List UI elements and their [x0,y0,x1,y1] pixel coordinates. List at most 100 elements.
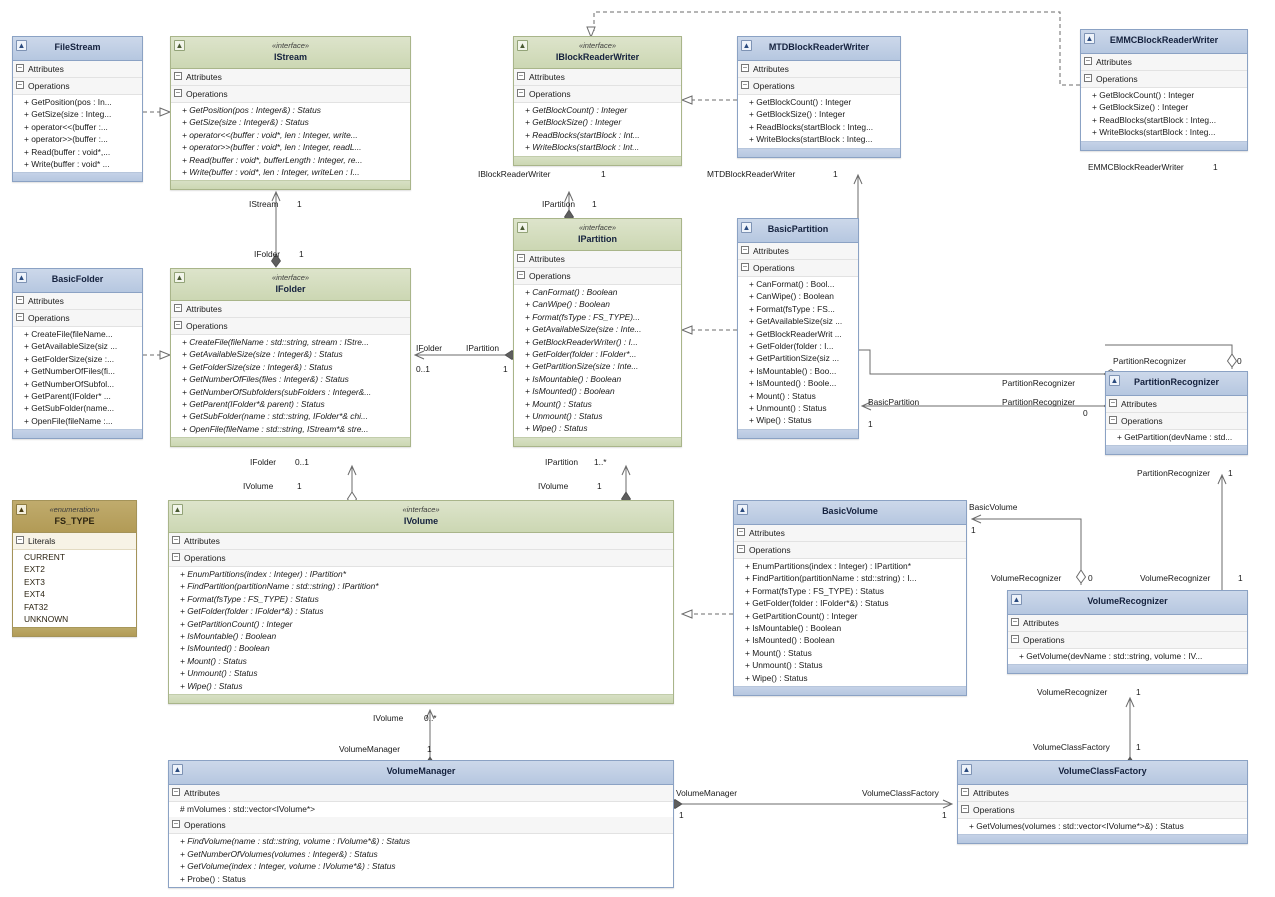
class-box-basicvolume[interactable]: ▲ BasicVolume – Attributes – Operations … [733,500,967,697]
section-attributes[interactable]: – Attributes [13,61,142,78]
collapse-icon[interactable]: ▲ [737,504,748,515]
class-box-basicpartition[interactable]: ▲ BasicPartition – Attributes – Operatio… [737,218,859,439]
section-operations[interactable]: – Operations [738,78,900,95]
expander-icon[interactable]: – [16,313,24,321]
class-box-ivolume[interactable]: ▲ «interface» IVolume – Attributes – Ope… [168,500,674,705]
section-operations[interactable]: – Operations [1081,71,1247,88]
class-box-mtdblockreaderwriter[interactable]: ▲ MTDBlockReaderWriter – Attributes – Op… [737,36,901,158]
expander-icon[interactable]: – [1109,416,1117,424]
collapse-icon[interactable]: ▲ [741,222,752,233]
expander-icon[interactable]: – [961,788,969,796]
expander-icon[interactable]: – [16,81,24,89]
class-box-ipartition[interactable]: ▲ «interface» IPartition – Attributes – … [513,218,682,447]
collapse-icon[interactable]: ▲ [517,222,528,233]
collapse-icon[interactable]: ▲ [16,504,27,515]
collapse-icon[interactable]: ▲ [1011,594,1022,605]
expander-icon[interactable]: – [1011,635,1019,643]
section-operations[interactable]: – Operations [514,86,681,103]
class-box-ifolder[interactable]: ▲ «interface» IFolder – Attributes – Ope… [170,268,411,448]
expander-icon[interactable]: – [16,296,24,304]
member-item: + ReadBlocks(startBlock : Int... [525,129,640,140]
section-attributes[interactable]: – Attributes [171,69,410,86]
class-footer [734,686,966,696]
section-attributes[interactable]: – Attributes [169,785,673,802]
collapse-icon[interactable]: ▲ [1109,375,1120,386]
class-box-filestream[interactable]: ▲ FileStream – Attributes – Operations +… [12,36,143,183]
collapse-icon[interactable]: ▲ [16,40,27,51]
section-operations[interactable]: – Operations [13,78,142,95]
class-box-emmcblockreaderwriter[interactable]: ▲ EMMCBlockReaderWriter – Attributes – O… [1080,29,1248,151]
class-box-basicfolder[interactable]: ▲ BasicFolder – Attributes – Operations … [12,268,143,440]
expander-icon[interactable]: – [172,536,180,544]
section-attributes[interactable]: – Attributes [738,61,900,78]
collapse-icon[interactable]: ▲ [172,504,183,515]
section-operations[interactable]: – Operations [171,86,410,103]
section-operations[interactable]: – Operations [171,318,410,335]
expander-icon[interactable]: – [172,788,180,796]
expander-icon[interactable]: – [1084,74,1092,82]
collapse-icon[interactable]: ▲ [172,764,183,775]
section-attributes[interactable]: – Attributes [734,525,966,542]
expander-icon[interactable]: – [1084,57,1092,65]
section-operations[interactable]: – Operations [734,542,966,559]
collapse-icon[interactable]: ▲ [174,272,185,283]
collapse-icon[interactable]: ▲ [961,764,972,775]
connector-label: 1 [427,744,432,754]
expander-icon[interactable]: – [517,271,525,279]
collapse-icon[interactable]: ▲ [741,40,752,51]
section-attributes[interactable]: – Attributes [1081,54,1247,71]
expander-icon[interactable]: – [1109,399,1117,407]
section-operations[interactable]: – Operations [1008,632,1247,649]
expander-icon[interactable]: – [517,254,525,262]
expander-icon[interactable]: – [741,64,749,72]
expander-icon[interactable]: – [174,89,182,97]
expander-icon[interactable]: – [174,321,182,329]
expander-icon[interactable]: – [1011,618,1019,626]
collapse-icon[interactable]: ▲ [174,40,185,51]
section-attributes[interactable]: – Attributes [171,301,410,318]
collapse-icon[interactable]: ▲ [1084,33,1095,44]
section-operations[interactable]: – Operations [1106,413,1247,430]
class-box-partitionrecognizer[interactable]: ▲ PartitionRecognizer – Attributes – Ope… [1105,371,1248,456]
expander-icon[interactable]: – [174,304,182,312]
section-attributes[interactable]: – Attributes [514,69,681,86]
expander-icon[interactable]: – [16,536,24,544]
section-attributes[interactable]: – Attributes [958,785,1247,802]
expander-icon[interactable]: – [737,545,745,553]
class-box-volumemanager[interactable]: ▲ VolumeManager – Attributes # mVolumes … [168,760,674,889]
class-box-istream[interactable]: ▲ «interface» IStream – Attributes – Ope… [170,36,411,191]
class-box-fs-type[interactable]: ▲ «enumeration» FS_TYPE – Literals CURRE… [12,500,137,638]
section-operations[interactable]: – Operations [514,268,681,285]
section-attributes[interactable]: – Attributes [13,293,142,310]
section-operations[interactable]: – Operations [169,550,673,567]
class-box-iblockreaderwriter[interactable]: ▲ «interface» IBlockReaderWriter – Attri… [513,36,682,166]
section-attributes[interactable]: – Attributes [1008,615,1247,632]
expander-icon[interactable]: – [174,72,182,80]
section-operations[interactable]: – Operations [169,817,673,835]
class-box-volumeclassfactory[interactable]: ▲ VolumeClassFactory – Attributes – Oper… [957,760,1248,845]
expander-icon[interactable]: – [961,805,969,813]
class-box-volumerecognizer[interactable]: ▲ VolumeRecognizer – Attributes – Operat… [1007,590,1248,675]
expander-icon[interactable]: – [517,89,525,97]
section-attributes[interactable]: – Attributes [738,243,858,260]
section-attributes[interactable]: – Attributes [1106,396,1247,413]
expander-icon[interactable]: – [741,81,749,89]
section-operations[interactable]: – Operations [958,802,1247,819]
expander-icon[interactable]: – [16,64,24,72]
section-operations[interactable]: – Operations [13,310,142,327]
class-footer [13,429,142,439]
expander-icon[interactable]: – [741,246,749,254]
expander-icon[interactable]: – [741,263,749,271]
collapse-icon[interactable]: ▲ [16,272,27,283]
collapse-icon[interactable]: ▲ [517,40,528,51]
section-attributes[interactable]: – Attributes [514,251,681,268]
section-attributes[interactable]: – Attributes [169,533,673,550]
expander-icon[interactable]: – [517,72,525,80]
expander-icon[interactable]: – [172,820,180,829]
expander-icon[interactable]: – [172,553,180,561]
class-footer [13,627,136,637]
section-literals[interactable]: – Literals [13,533,136,550]
section-operations[interactable]: – Operations [738,260,858,277]
member-item: + OpenFile(fileName : std::string, IStre… [182,423,369,434]
expander-icon[interactable]: – [737,528,745,536]
